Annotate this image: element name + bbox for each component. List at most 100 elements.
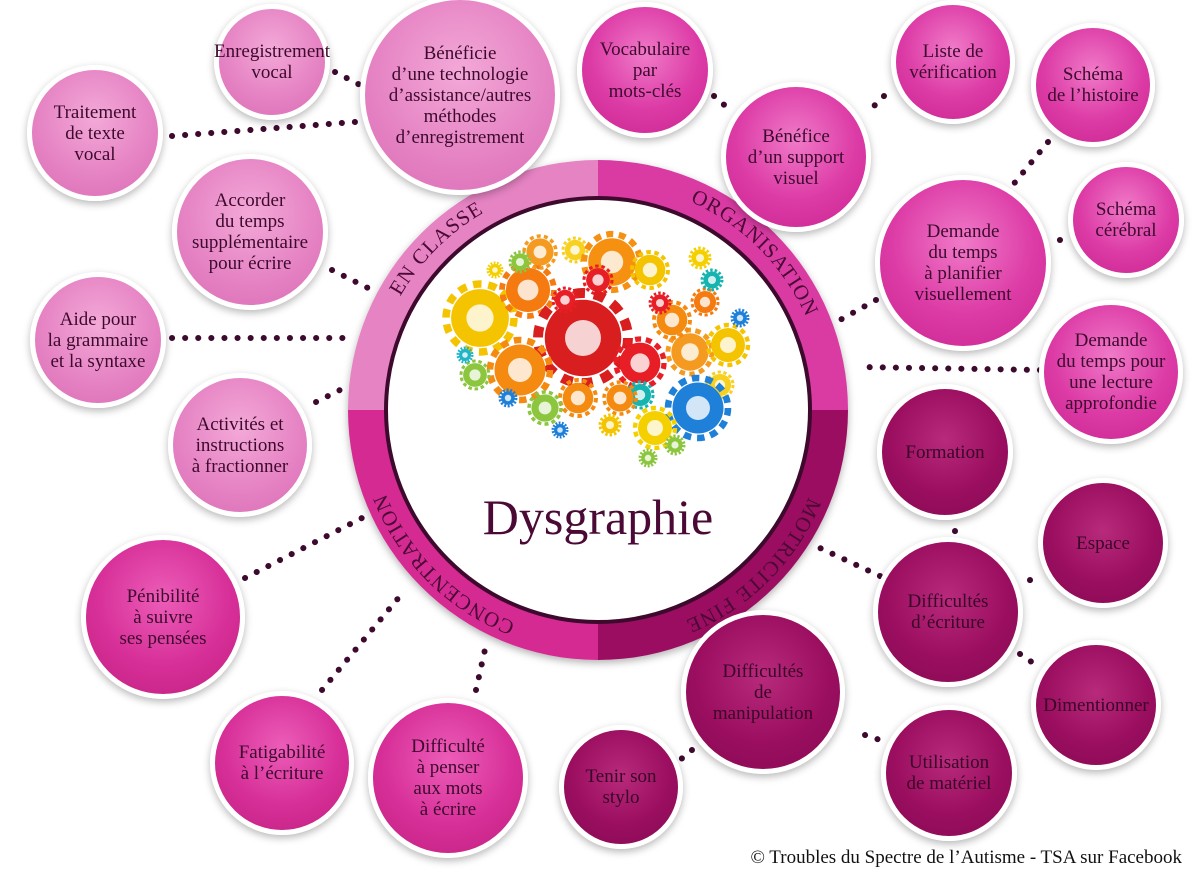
gear-hub xyxy=(600,250,624,274)
connector xyxy=(677,747,695,763)
node-tenir-stylo: Tenir son stylo xyxy=(559,725,683,849)
gear-hub xyxy=(642,262,658,278)
gear-teeth xyxy=(700,268,724,292)
gear-hub xyxy=(686,396,710,420)
connector xyxy=(169,119,358,139)
gear-hub xyxy=(634,389,646,401)
gear-hub xyxy=(708,276,716,284)
gear-hub xyxy=(592,274,604,286)
gear-hub xyxy=(613,391,627,405)
gear-teeth xyxy=(508,250,532,274)
gear-teeth xyxy=(664,434,686,456)
node-vocabulaire-mots-cles: Vocabulaire par mots-clés xyxy=(577,2,713,138)
connector xyxy=(817,545,883,579)
gear-teeth xyxy=(638,448,658,468)
gear-hub xyxy=(696,254,704,262)
gear-hub xyxy=(538,401,552,415)
node-liste-verification: Liste de vérification xyxy=(891,0,1015,124)
gear-teeth xyxy=(561,236,589,264)
gear-hub xyxy=(517,279,539,301)
node-traitement-texte-vocal: Traitement de texte vocal xyxy=(27,65,163,201)
node-technologie-assistance: Bénéficie d’une technologie d’assistance… xyxy=(360,0,560,195)
node-temps-lecture: Demande du temps pour une lecture approf… xyxy=(1039,300,1183,444)
node-difficulte-penser-mots: Difficulté à penser aux mots à écrire xyxy=(368,698,528,858)
node-temps-supplementaire: Accorder du temps supplémentaire pour éc… xyxy=(172,154,328,310)
node-utilisation-materiel: Utilisation de matériel xyxy=(881,705,1017,841)
gear-teeth xyxy=(558,378,598,418)
node-fatigabilite-ecriture: Fatigabilité à l’écriture xyxy=(210,691,354,835)
copyright-credit: © Troubles du Spectre de l’Autisme - TSA… xyxy=(750,847,1182,868)
gear-hub xyxy=(492,267,498,273)
node-temps-planifier: Demande du temps à planifier visuellemen… xyxy=(875,175,1051,351)
gear-hub xyxy=(736,314,744,322)
gear-teeth xyxy=(598,413,622,437)
gear-hub xyxy=(560,295,570,305)
gear-hub xyxy=(644,454,652,462)
node-schema-cerebral: Schéma cérébral xyxy=(1068,162,1184,278)
gear-hub xyxy=(647,420,663,436)
gear-teeth xyxy=(630,250,670,290)
gear-teeth xyxy=(625,380,655,410)
gear-hub xyxy=(570,245,580,255)
gear-teeth xyxy=(442,280,518,356)
gear-teeth xyxy=(730,308,750,328)
gear-hub xyxy=(681,343,699,361)
gear-hub xyxy=(606,421,614,429)
gear-teeth xyxy=(664,374,732,442)
gear-teeth xyxy=(459,359,491,391)
node-support-visuel: Bénéfice d’un support visuel xyxy=(721,82,871,232)
connector xyxy=(1017,651,1039,668)
connector xyxy=(473,642,489,693)
node-grammaire-syntaxe: Aide pour la grammaire et la syntaxe xyxy=(30,272,166,408)
gear-teeth xyxy=(551,421,569,439)
node-dimentionner: Dimentionner xyxy=(1031,640,1161,770)
gear-hub xyxy=(508,358,532,382)
connector xyxy=(1009,139,1051,189)
gear-hub xyxy=(466,304,494,332)
node-difficultes-manipulation: Difficultés de manipulation xyxy=(681,610,845,774)
gear-hub xyxy=(664,312,680,328)
connector xyxy=(857,364,1043,373)
connector xyxy=(242,515,365,581)
node-espace: Espace xyxy=(1038,478,1168,608)
gear-teeth xyxy=(652,300,692,340)
gear-hub xyxy=(699,296,711,308)
gear-teeth xyxy=(522,234,558,270)
node-formation: Formation xyxy=(877,384,1013,520)
main-title: Dysgraphie xyxy=(482,489,714,545)
node-penibilite-pensees: Pénibilité à suivre ses pensées xyxy=(81,535,245,699)
gear-teeth xyxy=(527,390,563,426)
gear-hub xyxy=(504,394,512,402)
gear-teeth xyxy=(688,246,712,270)
gear-brain-icon xyxy=(442,230,751,468)
connector xyxy=(329,267,375,293)
node-difficultes-ecriture: Difficultés d’écriture xyxy=(873,537,1023,687)
gear-teeth xyxy=(665,327,715,377)
gear-hub xyxy=(570,390,586,406)
node-schema-histoire: Schéma de l’histoire xyxy=(1031,23,1155,147)
node-activites-fractionner: Activités et instructions à fractionner xyxy=(168,373,312,517)
gear-teeth xyxy=(486,336,554,404)
gear-hub xyxy=(533,245,547,259)
gear-teeth xyxy=(551,286,579,314)
gear-hub xyxy=(565,320,601,356)
gear-teeth xyxy=(690,287,720,317)
gear-hub xyxy=(462,352,468,358)
gear-teeth xyxy=(486,261,504,279)
connector xyxy=(862,732,883,743)
connector xyxy=(711,93,733,113)
node-enregistrement-vocal: Enregistrement vocal xyxy=(214,4,330,120)
gear-hub xyxy=(469,369,481,381)
gear-hub xyxy=(557,427,563,433)
gear-teeth xyxy=(602,380,638,416)
gear-hub xyxy=(720,337,736,353)
gear-teeth xyxy=(498,388,518,408)
gear-hub xyxy=(516,258,524,266)
gear-teeth xyxy=(456,346,474,364)
gear-teeth xyxy=(705,322,751,368)
gear-hub xyxy=(630,353,650,373)
gear-teeth xyxy=(533,288,633,388)
